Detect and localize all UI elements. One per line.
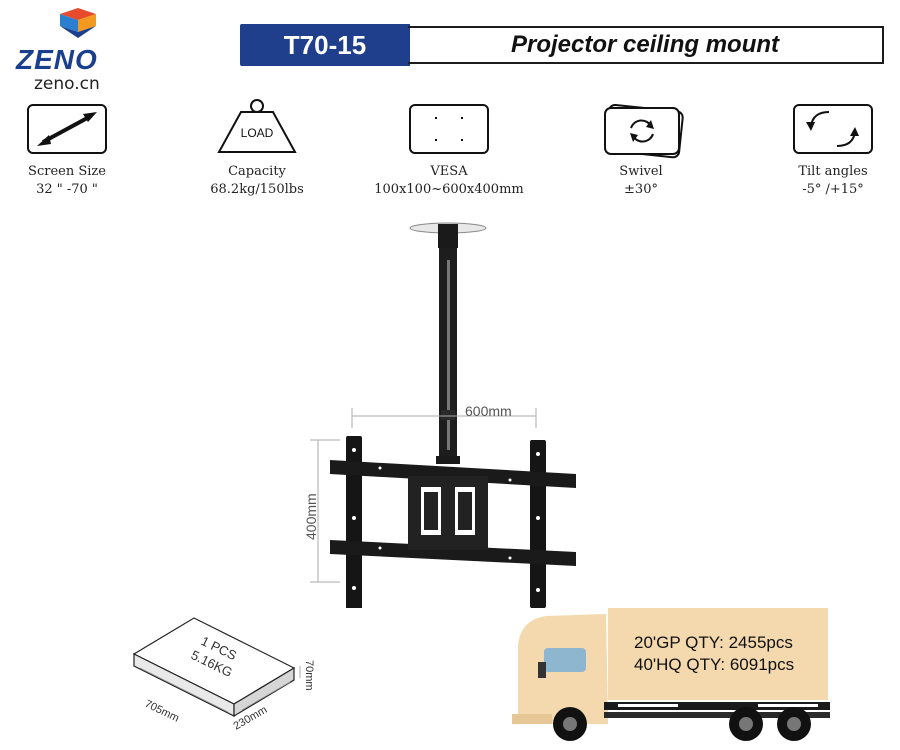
gp-quantity: 20'GP QTY: 2455pcs [634,633,793,652]
container-quantity-info: 20'GP QTY: 2455pcs 40'HQ QTY: 6091pcs [634,632,794,676]
spec-value: 68.2kg/150lbs [210,182,304,197]
spec-label: Tilt angles [798,164,868,179]
package-length-label: 705mm [143,698,181,725]
width-dimension-label: 600mm [465,403,512,419]
spec-swivel: Swivel ±30° [566,103,716,197]
spec-label: Screen Size [28,164,106,179]
logo-mark-icon [60,8,96,38]
spec-label: VESA [430,164,468,179]
swivel-icon [601,103,684,159]
load-icon-text: LOAD [241,126,274,140]
ceiling-mount-illustration: 600mm 400mm [303,222,576,608]
logo-wordmark: ZENO [16,44,98,75]
tilt-icon [793,104,873,154]
hq-quantity: 40'HQ QTY: 6091pcs [634,655,795,674]
package-height-label: 70mm [303,660,315,691]
spec-value: 100x100~600x400mm [374,182,524,197]
spec-capacity: LOAD Capacity 68.2kg/150lbs [182,99,332,197]
shipping-truck-illustration [512,608,830,741]
spec-value: ±30° [624,182,658,197]
screen-size-icon [27,104,107,154]
spec-label: Swivel [619,164,663,179]
spec-tilt: Tilt angles -5° /+15° [758,104,900,197]
spec-screen-size: Screen Size 32 " -70 " [0,104,142,197]
spec-vesa: VESA 100x100~600x400mm [374,104,524,197]
load-weight-icon: LOAD [217,98,297,154]
logo-site-url: zeno.cn [34,74,100,94]
height-dimension-label: 400mm [303,493,319,540]
brand-logo: ZENO zeno.cn [10,8,140,94]
vesa-icon [409,104,489,154]
spec-value: -5° /+15° [802,182,864,197]
spec-value: 32 " -70 " [36,182,98,197]
package-box-illustration: 1 PCS 5.16KG 705mm 230mm 70mm [132,617,315,733]
page-title: Projector ceiling mount [408,26,884,64]
spec-label: Capacity [228,164,286,179]
model-number: T70-15 [240,24,410,66]
